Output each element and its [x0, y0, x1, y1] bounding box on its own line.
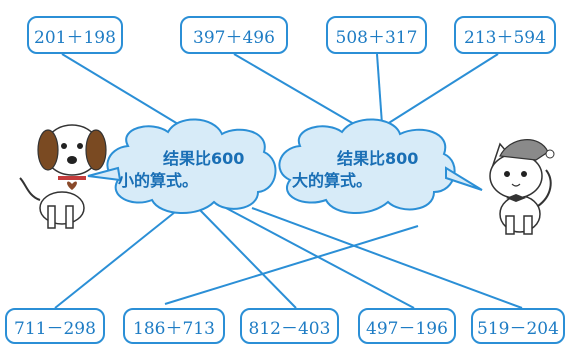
dog-icon	[19, 124, 107, 229]
expression-box-top-4: 213＋594	[454, 16, 556, 54]
connector-line	[54, 207, 181, 309]
expression-box-bottom-1: 711－298	[5, 308, 105, 344]
cloud-left-line2: 小的算式。	[118, 171, 199, 190]
connector-line	[61, 53, 179, 125]
cloud-left-text: 结果比600 小的算式。	[118, 148, 244, 192]
expression-box-bottom-3: 812－403	[240, 308, 339, 344]
cloud-right-line2: 大的算式。	[292, 171, 373, 190]
connector-line	[251, 207, 523, 309]
connector-line	[383, 53, 499, 127]
expression-box-top-2: 397＋496	[180, 16, 288, 54]
expression-box-top-3: 508＋317	[326, 16, 427, 54]
expression-box-top-1: 201＋198	[27, 16, 123, 54]
connector-line	[376, 53, 383, 125]
connector-line	[225, 207, 415, 309]
expression-box-bottom-5: 519－204	[471, 308, 565, 344]
cloud-right	[278, 118, 483, 215]
cat-icon	[489, 139, 555, 235]
cloud-left	[87, 118, 277, 215]
cloud-right-line1: 结果比800	[337, 149, 419, 168]
expression-box-bottom-4: 497－196	[358, 308, 456, 344]
cloud-left-line1: 结果比600	[163, 149, 245, 168]
expression-box-bottom-2: 186＋713	[123, 308, 225, 344]
connector-lines	[54, 53, 523, 309]
connector-line	[197, 207, 297, 309]
connector-line	[164, 225, 419, 305]
cloud-right-text: 结果比800 大的算式。	[292, 148, 418, 192]
connector-line	[233, 53, 355, 125]
